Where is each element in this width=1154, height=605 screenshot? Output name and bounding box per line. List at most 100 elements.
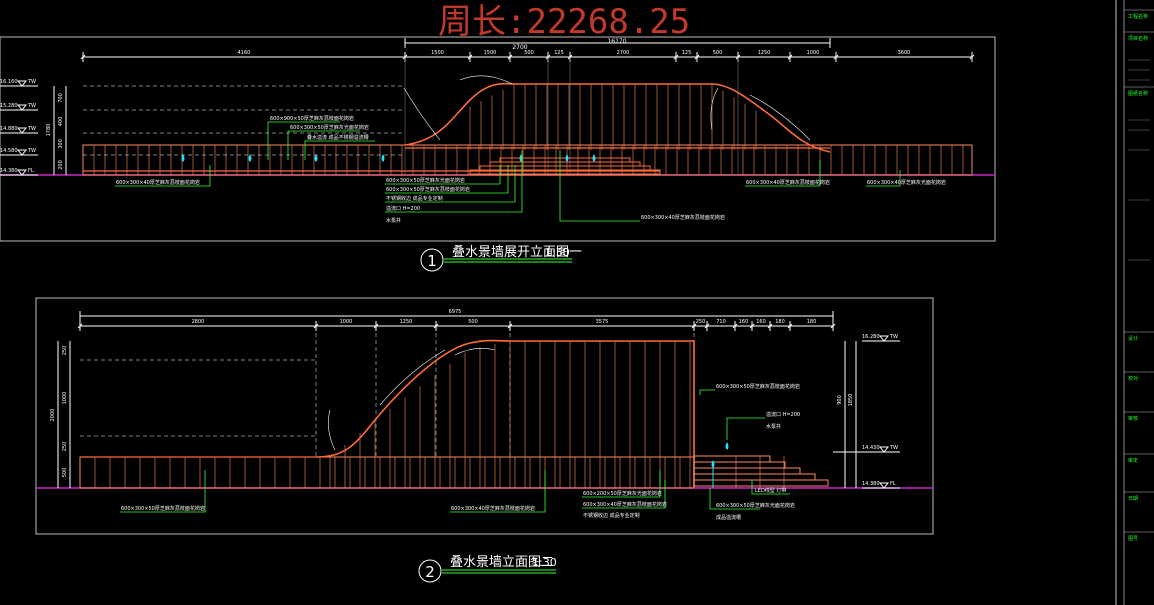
d2-vert-label: 1000 (62, 392, 68, 405)
d1-level-elev: 14.880 (0, 126, 18, 132)
drawing2-title-block: 2 叠水景墙立面图二 1:30 (418, 555, 557, 583)
drawing1-title-block: 1 叠水景墙展开立面图一 1:50 (420, 245, 582, 272)
d1-note-text: 溢流口 H=200 (386, 205, 420, 212)
d2-note-text: 600×200×50厚芝麻灰光面花岗岩 (583, 490, 662, 497)
side-panel-label: 图号 (1128, 536, 1138, 542)
d2-dim-label: 2800 (192, 319, 205, 325)
d1-dim-slash (694, 54, 700, 60)
d1-dim-label: 1500 (431, 50, 444, 56)
d1-step (479, 165, 651, 171)
d1-level-triangle (16, 127, 28, 134)
d1-note-line (866, 170, 901, 187)
d2-overall-label: 6975 (449, 309, 462, 315)
d1-note-line (115, 165, 211, 187)
d2-slope-dim (379, 349, 446, 406)
d2-dim-label: 1250 (400, 319, 413, 325)
d1-dim-label: 1000 (807, 50, 820, 56)
d2-dim-label: 3575 (596, 319, 609, 325)
d2-water-drop (711, 460, 715, 468)
d1-level-triangle (16, 149, 28, 156)
d1-note-text: 600×300×40厚芝麻灰光面花岗岩 (867, 179, 946, 186)
d2-note-line (751, 480, 790, 495)
d1-step (489, 161, 641, 167)
d2-level-tag: FL (890, 481, 896, 487)
side-panel-label: 工程名称 (1128, 13, 1148, 20)
drawing1-number: 1 (427, 252, 437, 270)
d2-note-line (120, 470, 206, 513)
d1-note-text: 600×300×50厚芝麻灰荔枝面花岗岩 (386, 186, 470, 193)
d1-level-triangle (16, 104, 28, 111)
d1-note-text: 叠水溢流 成品不锈钢溢流槽 (307, 134, 369, 141)
d1-overall-sub-label: 16170 (607, 38, 626, 45)
d1-note-text: 不锈钢收边 成品专业定制 (386, 195, 443, 202)
drawing1-title: 叠水景墙展开立面图一 (452, 245, 582, 260)
side-panel-label: 日期 (1128, 496, 1138, 502)
d2-right-vert-label: 900 (837, 395, 843, 405)
d1-dim-label: 1500 (484, 50, 497, 56)
d2-note-text: 不锈钢收边 成品专业定制 (583, 512, 640, 519)
drawing2-scale: 1:30 (532, 556, 557, 569)
d1-note-text: 600×300×40厚芝麻灰荔枝面花岗岩 (641, 214, 725, 221)
side-panel-label: 项目名称 (1128, 35, 1148, 42)
d1-water-drop (565, 154, 569, 162)
d2-vert-label: 250 (62, 346, 68, 356)
d2-note-text: 溢流口 H=200 (766, 411, 800, 418)
d1-level-triangle (16, 80, 28, 87)
d2-note-line (582, 470, 661, 498)
d1-overall-dim-label: 2700 (512, 44, 527, 51)
d2-vert-label: 500 (62, 468, 68, 478)
d1-note-line (385, 165, 501, 185)
d2-water-drop (725, 442, 729, 450)
d2-base-band (79, 456, 695, 489)
d2-step (693, 455, 771, 463)
d1-note-line (385, 165, 516, 203)
d1-dim-slash (673, 54, 679, 60)
d2-note-text: 600×300×50厚芝麻灰荔枝面花岗岩 (716, 383, 800, 390)
d1-dim-slash (507, 54, 513, 60)
d2-step (693, 479, 829, 487)
d2-dim-slash (749, 323, 755, 329)
d2-dim-slash (787, 323, 793, 329)
d2-slope-dim (328, 409, 336, 451)
d2-dim-label: 500 (468, 319, 478, 325)
d1-wall-outline (404, 82, 831, 153)
d2-dim-slash (77, 323, 83, 329)
d1-dim-label: 125 (554, 50, 564, 56)
d2-note-text: 600×300×40厚芝麻灰荔枝面花岗岩 (451, 505, 535, 512)
d1-dim-label: 125 (682, 50, 692, 56)
d1-note-text: 600×300×50厚芝麻灰光面花岗岩 (386, 177, 465, 184)
d1-dim-slash (833, 54, 839, 60)
d1-level-tag: TW (27, 126, 36, 132)
side-panel-label: 审定 (1128, 457, 1138, 464)
d2-vert-total: 2000 (50, 409, 56, 422)
d2-right-vert-label: 1850 (848, 394, 854, 407)
d2-vert-label: 250 (62, 442, 68, 452)
d1-note-text: 水泵井 (386, 217, 401, 224)
d1-vert-total: 1780 (46, 124, 52, 137)
d1-note-text: 600×900×50厚芝麻灰荔枝面花岗岩 (270, 115, 354, 122)
d2-wall-outline (315, 339, 695, 488)
d1-dim-slash (969, 54, 975, 60)
d1-vert-label: 200 (58, 160, 64, 170)
d2-note-line (582, 480, 666, 509)
d1-slope-dim (459, 75, 513, 85)
d1-dim-label: 500 (524, 50, 534, 56)
d1-vert-label: 300 (58, 139, 64, 149)
d2-note-text: 水泵井 (766, 423, 781, 430)
d2-dim-label: 250 (696, 319, 706, 325)
d1-slope-dim (710, 87, 719, 131)
d1-note-line (745, 160, 821, 187)
d1-water-drop (314, 154, 318, 162)
d1-water-drop (381, 154, 385, 162)
d1-note-line (304, 140, 375, 160)
d1-level-tag: TW (27, 103, 36, 109)
d1-water-drop (592, 154, 596, 162)
d1-level-tag: TW (27, 79, 36, 85)
d1-slope-dim (403, 87, 441, 141)
d2-dim-slash (732, 323, 738, 329)
d2-dim-slash (704, 323, 710, 329)
d1-water-drop (181, 154, 185, 162)
d1-note-line (559, 150, 640, 222)
